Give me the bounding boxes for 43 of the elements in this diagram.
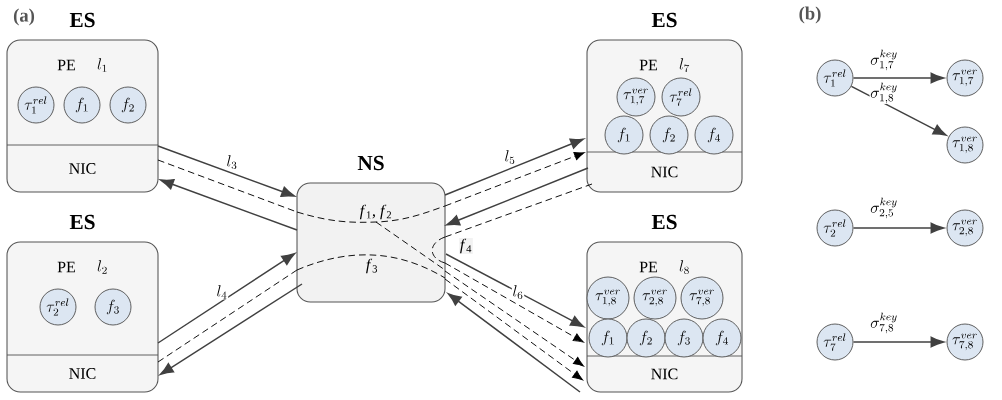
link-arrow	[852, 336, 945, 348]
flow-arrow	[444, 270, 584, 367]
link-arrow	[445, 253, 585, 328]
box-heading: ES	[69, 214, 95, 230]
flow-arrow	[444, 152, 585, 207]
edge-label: $l_3$	[225, 154, 239, 170]
link-arrow	[444, 138, 584, 196]
box-heading: ES	[651, 12, 677, 28]
edge-label: $\sigma_{7,8}^{key}$	[869, 312, 899, 334]
link-arrow	[157, 252, 296, 344]
flow-label: f$_{1}$, f$_{2}$	[359, 204, 393, 220]
flow-arrow	[444, 278, 583, 381]
link-arrow	[446, 167, 589, 226]
link-arrow	[447, 293, 581, 393]
edge-label: $l_4$	[215, 284, 229, 300]
edge-label: $l_5$	[503, 149, 517, 165]
link-symbol: $l_8$	[679, 260, 689, 274]
panel-label: (a)	[13, 8, 35, 26]
flow-label: f$_{3}$	[365, 258, 379, 274]
link-arrow	[852, 222, 945, 234]
panel-label: (b)	[799, 6, 821, 24]
edge-label: $\sigma_{1,8}^{key}$	[869, 82, 899, 104]
flow-label: f$_{4}$	[459, 238, 473, 254]
link-arrow	[160, 179, 298, 231]
link-arrow	[157, 145, 295, 197]
flow-arrow	[444, 262, 584, 343]
edge-label: $\sigma_{2,5}^{key}$	[869, 197, 899, 219]
link-arrow	[852, 72, 945, 84]
link-symbol: $l_7$	[679, 58, 690, 72]
link-symbol: $l_2$	[97, 260, 107, 274]
unit-label: PE	[57, 261, 76, 273]
link-arrow	[159, 283, 303, 376]
link-symbol: $l_1$	[97, 58, 107, 72]
unit-label: PE	[639, 59, 658, 71]
box-heading: NS	[357, 155, 384, 171]
unit-label: PE	[57, 59, 76, 71]
edge-label: $\sigma_{1,7}^{key}$	[869, 49, 899, 71]
box-heading: ES	[651, 214, 677, 230]
nic-band: NIC	[6, 144, 159, 174]
unit-label: PE	[639, 261, 658, 273]
box-heading: ES	[69, 12, 95, 28]
nic-band: NIC	[6, 354, 159, 379]
edge-label: $l_6$	[511, 284, 525, 300]
